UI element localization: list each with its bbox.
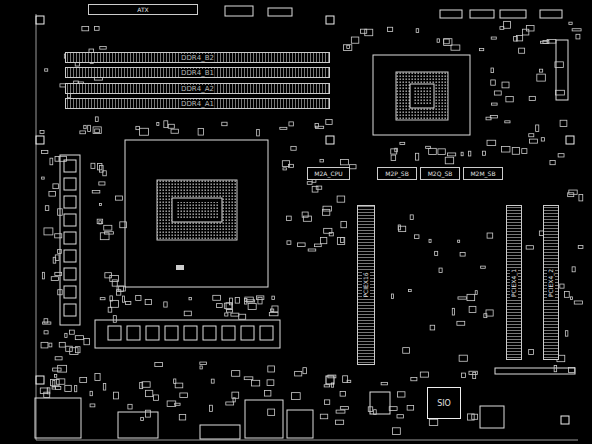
memory-slot: DDR4_B1	[65, 67, 330, 78]
memory-slot: DDR4_A1	[65, 98, 330, 109]
power-header: ATX	[88, 4, 198, 15]
vrm-chokes	[108, 326, 273, 340]
vrm-chokes-left	[64, 160, 76, 316]
component-label: M2M_SB	[469, 170, 496, 178]
component-label: PCIEX16	[362, 271, 370, 298]
component-label: DDR4_B1	[180, 69, 215, 77]
component-label: SIO	[436, 399, 452, 408]
pcie-slot: PCIEX4_1	[506, 205, 522, 360]
component-label: M2A_CPU	[313, 170, 343, 178]
component-label: PCIEX4_2	[547, 267, 555, 297]
sio-chip: SIO	[427, 387, 461, 419]
m2-connector: M2P_SB	[377, 167, 417, 180]
small-components	[40, 21, 583, 434]
pcie-slot: PCIEX4_2	[543, 205, 559, 360]
memory-slot: DDR4_A2	[65, 83, 330, 94]
component-label: ATX	[136, 6, 149, 14]
component-label: DDR4_A2	[180, 85, 215, 93]
component-label: PCIEX4_1	[510, 267, 518, 297]
m2-connector: M2A_CPU	[307, 167, 350, 180]
m2-connector: M2M_SB	[463, 167, 503, 180]
component-label: M2Q_SB	[427, 170, 454, 178]
pcie-slot: PCIEX16	[357, 205, 375, 365]
mounting-holes	[36, 16, 574, 424]
component-label: M2P_SB	[384, 170, 410, 178]
component-label: DDR4_A1	[180, 100, 215, 108]
m2-connector: M2Q_SB	[420, 167, 460, 180]
component-label: DDR4_B2	[180, 54, 215, 62]
memory-slot: DDR4_B2	[65, 52, 330, 63]
